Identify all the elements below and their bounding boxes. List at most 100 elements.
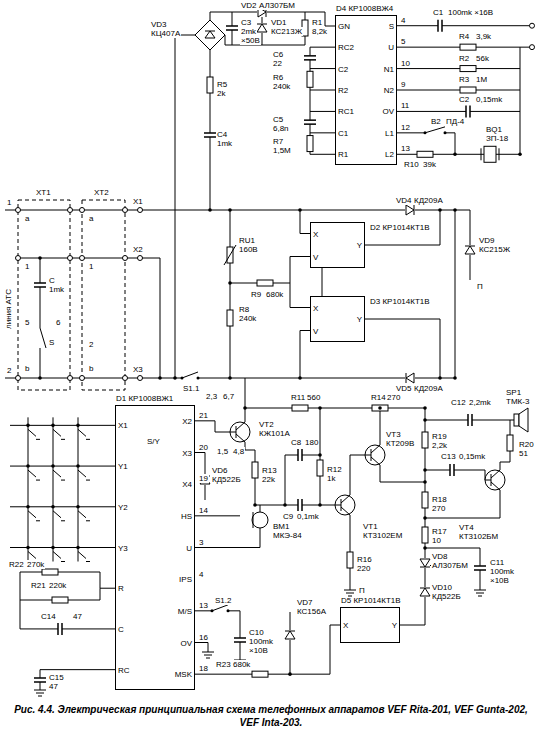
- component-label: R4: [458, 32, 470, 41]
- terminal: [123, 376, 128, 381]
- wire: [78, 417, 79, 561]
- key-switch: [28, 429, 40, 439]
- pin-name: C2: [338, 65, 348, 75]
- figure-caption: Рис. 4.4. Электрическая принципиальная с…: [12, 703, 530, 729]
- junction-dot: [208, 208, 212, 212]
- wire: [195, 528, 260, 548]
- resistor-symbol: [227, 310, 233, 326]
- component-label: R12: [326, 465, 343, 474]
- component-label: 560: [306, 393, 321, 402]
- wire: [310, 132, 335, 133]
- capacitor-symbol: [466, 104, 470, 118]
- ic-chip: D2 КР1014КТ1ВXVY: [310, 222, 365, 268]
- transistor-symbol: [335, 495, 355, 515]
- component-label: BQ1: [485, 125, 503, 134]
- terminal: [123, 256, 128, 261]
- component-label: КТ209В: [385, 439, 415, 448]
- pin-name: R: [118, 584, 124, 594]
- wire: [397, 111, 520, 112]
- microphone-symbol: [252, 512, 268, 528]
- component-label: R17: [431, 527, 448, 536]
- pin-name: X3: [182, 449, 192, 459]
- component-label: МКЭ-84: [272, 531, 303, 540]
- resistor-symbol: [460, 87, 476, 93]
- transistor-symbol: [485, 470, 505, 490]
- component-label: C8: [290, 438, 302, 447]
- wire: [520, 47, 530, 48]
- key-switch: [28, 511, 40, 521]
- component-label: ×50В: [240, 36, 261, 45]
- wire: [225, 35, 305, 45]
- chip-label: D1 КР1008ВЖ1: [116, 394, 173, 404]
- component-label: R1: [311, 18, 323, 27]
- component-label: 51: [518, 449, 529, 458]
- junction-dot: [423, 480, 427, 484]
- wire: [397, 132, 425, 133]
- component-label: 8,2k: [311, 27, 328, 36]
- component-label: 22k: [261, 475, 276, 484]
- component-label: КД522Б: [431, 592, 462, 601]
- diode-symbol: [405, 205, 415, 215]
- wire: [255, 505, 335, 506]
- component-label: RU1: [238, 236, 256, 245]
- component-label: R8: [238, 305, 250, 314]
- resistor-symbol: [207, 77, 213, 93]
- chip-label: D5 КР1014КТ1В: [341, 596, 401, 606]
- pin-name: R1: [338, 150, 348, 160]
- pin-name: X4: [182, 480, 192, 490]
- junction-dot: [38, 376, 42, 380]
- component-label: 270k: [26, 560, 45, 569]
- pin-name: Y3: [118, 544, 128, 554]
- terminal: [68, 256, 73, 261]
- junction-dot: [423, 406, 427, 410]
- terminal: [16, 256, 21, 261]
- component-label: C9: [282, 512, 294, 521]
- component-label: 20: [198, 443, 209, 452]
- pin-name: X: [313, 230, 318, 240]
- diode-bridge-mark: [205, 31, 215, 38]
- wire: [415, 378, 455, 379]
- pin-name: M/S: [178, 607, 192, 617]
- diode-bridge: [195, 20, 225, 50]
- component-label: 1: [88, 262, 94, 271]
- wire: [5, 210, 405, 211]
- junction-dot: [76, 505, 80, 509]
- diode-symbol: [405, 373, 415, 383]
- resistor-symbol: [417, 151, 433, 157]
- pin-name: RC2: [338, 43, 354, 53]
- junction-dot: [318, 453, 322, 457]
- ground-symbol: [34, 690, 46, 696]
- component-label: 160В: [238, 245, 259, 254]
- wire: [365, 210, 440, 245]
- wire: [210, 50, 211, 210]
- terminal: [16, 208, 21, 213]
- wire: [455, 210, 456, 378]
- switch-symbol: [38, 328, 46, 348]
- key-switch: [53, 470, 65, 480]
- ic-chip: D1 КР1008ВЖ1X1Y1Y2Y3RCRCX2X3X4HSUIPSM/SO…: [115, 405, 195, 690]
- component-label: 240k: [272, 82, 291, 91]
- pin-name: X: [313, 304, 318, 314]
- junction-dot: [76, 424, 80, 428]
- wire: [230, 210, 231, 378]
- component-label: 1k: [326, 474, 336, 483]
- junction-dot: [228, 376, 232, 380]
- component-label: 2: [88, 340, 94, 349]
- wire: [245, 408, 425, 409]
- wire: [380, 408, 381, 445]
- component-label: 12: [400, 123, 411, 132]
- component-label: КЦ407А: [150, 29, 181, 38]
- wire: [210, 12, 335, 26]
- junction-dot: [318, 406, 322, 410]
- component-label: VD2: [240, 1, 258, 10]
- pin-name: S: [389, 22, 394, 32]
- component-label: R7: [272, 137, 284, 146]
- resistor-symbol: [507, 435, 513, 451]
- diode-symbol: [420, 587, 430, 597]
- wire-connector: [322, 268, 323, 296]
- terminal: [16, 376, 21, 381]
- junction-dot: [26, 464, 30, 468]
- component-label: 16: [198, 633, 209, 642]
- pin-name: OV: [382, 107, 394, 117]
- terminal-block: [18, 200, 70, 390]
